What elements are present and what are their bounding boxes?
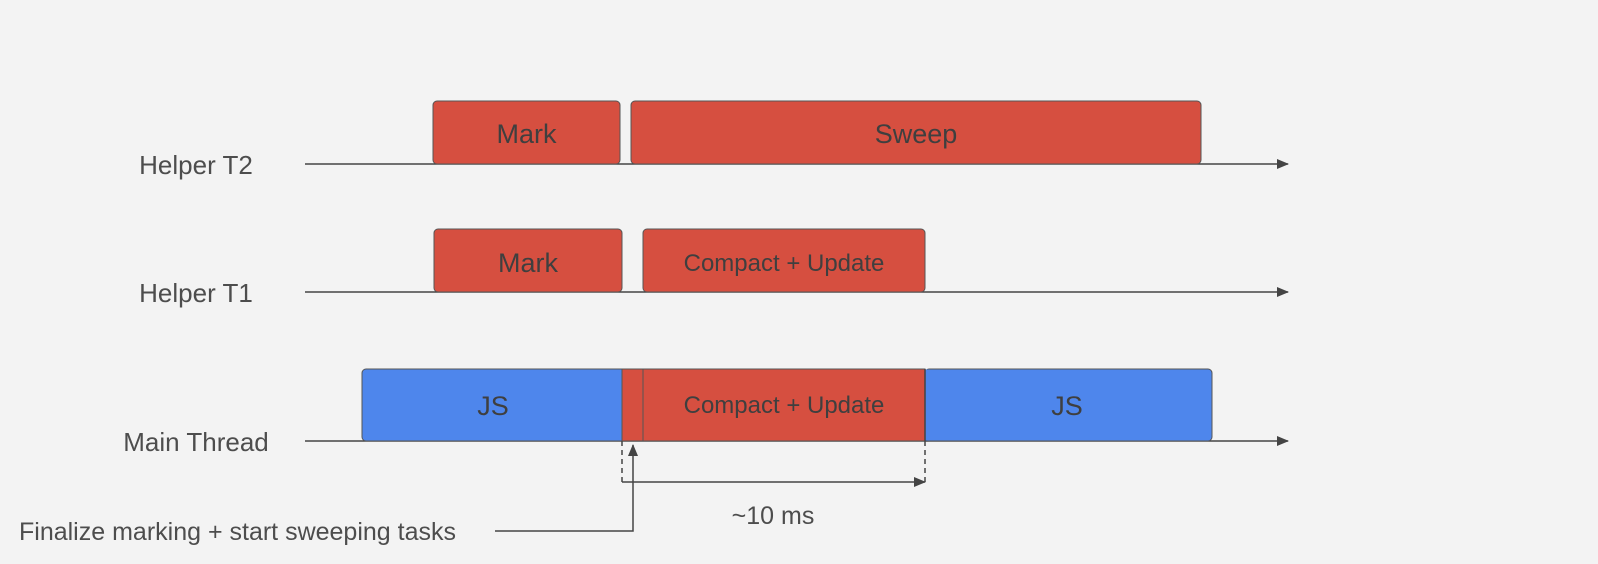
finalize-callout-label: Finalize marking + start sweeping tasks <box>19 518 456 546</box>
t2-mark-block <box>432 100 621 165</box>
t2-sweep-label: Sweep <box>875 119 958 149</box>
lane-label-helper-t2: Helper T2 <box>139 150 253 180</box>
main-compact-update-block <box>642 368 926 442</box>
duration-label: ~10 ms <box>732 502 815 530</box>
main-js-label-2: JS <box>1051 391 1083 421</box>
lane-label-helper-t1: Helper T1 <box>139 278 253 308</box>
finalize-callout-line <box>495 444 638 532</box>
main-compact-update-label: Compact + Update <box>684 392 885 419</box>
t1-mark-label: Mark <box>498 248 558 278</box>
main-js-block-2-joint <box>925 369 931 441</box>
t1-mark-block <box>433 228 623 293</box>
lane-label-main-thread: Main Thread <box>123 427 269 457</box>
main-finalize-marking-block <box>621 368 644 442</box>
t2-sweep-block <box>630 100 1202 165</box>
t1-compact-update-block <box>642 228 926 293</box>
t1-compact-update-label: Compact + Update <box>684 250 885 277</box>
main-js-label-1: JS <box>477 391 509 421</box>
t2-mark-label: Mark <box>497 119 557 149</box>
